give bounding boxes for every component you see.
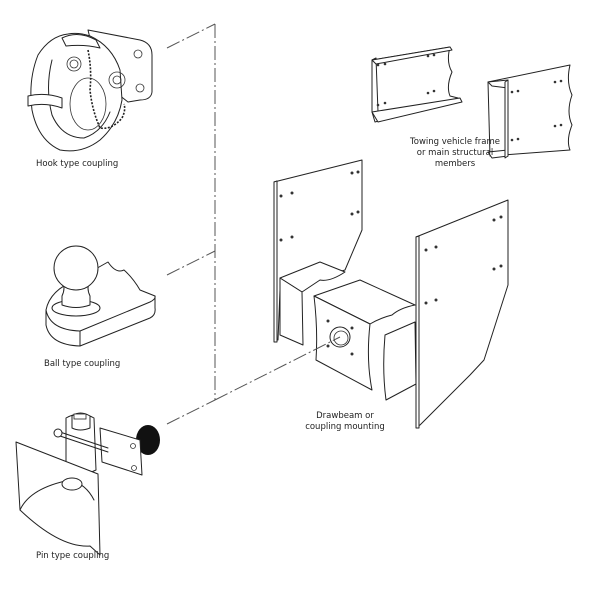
vehicle-frame-illustration — [371, 46, 573, 159]
vehicle-frame-label-line-1: Towing vehicle frame — [410, 137, 500, 147]
drawbeam-label-line-1: Drawbeam or — [316, 411, 374, 421]
pin-connector-line — [166, 399, 216, 425]
vehicle-frame-label-line-3: members — [434, 159, 476, 169]
vehicle-frame-label: Towing vehicle frame or main structural … — [395, 137, 515, 170]
hook-connector-line — [166, 23, 216, 49]
ball-connector-line — [166, 250, 216, 276]
drawbeam-connector-line — [214, 336, 341, 401]
hook-coupling-label: Hook type coupling — [36, 159, 119, 169]
pin-coupling-label: Pin type coupling — [36, 551, 110, 561]
pin-coupling-illustration — [15, 412, 160, 556]
hook-coupling-illustration — [27, 29, 153, 152]
drawbeam-illustration — [273, 159, 509, 429]
ball-coupling-illustration — [45, 245, 156, 347]
drawbeam-label: Drawbeam or coupling mounting — [295, 411, 395, 433]
connector-lines — [166, 23, 341, 425]
drawbeam-label-line-2: coupling mounting — [305, 422, 385, 432]
ball-coupling-label: Ball type coupling — [44, 359, 121, 369]
vehicle-frame-label-line-2: or main structural — [416, 148, 494, 158]
